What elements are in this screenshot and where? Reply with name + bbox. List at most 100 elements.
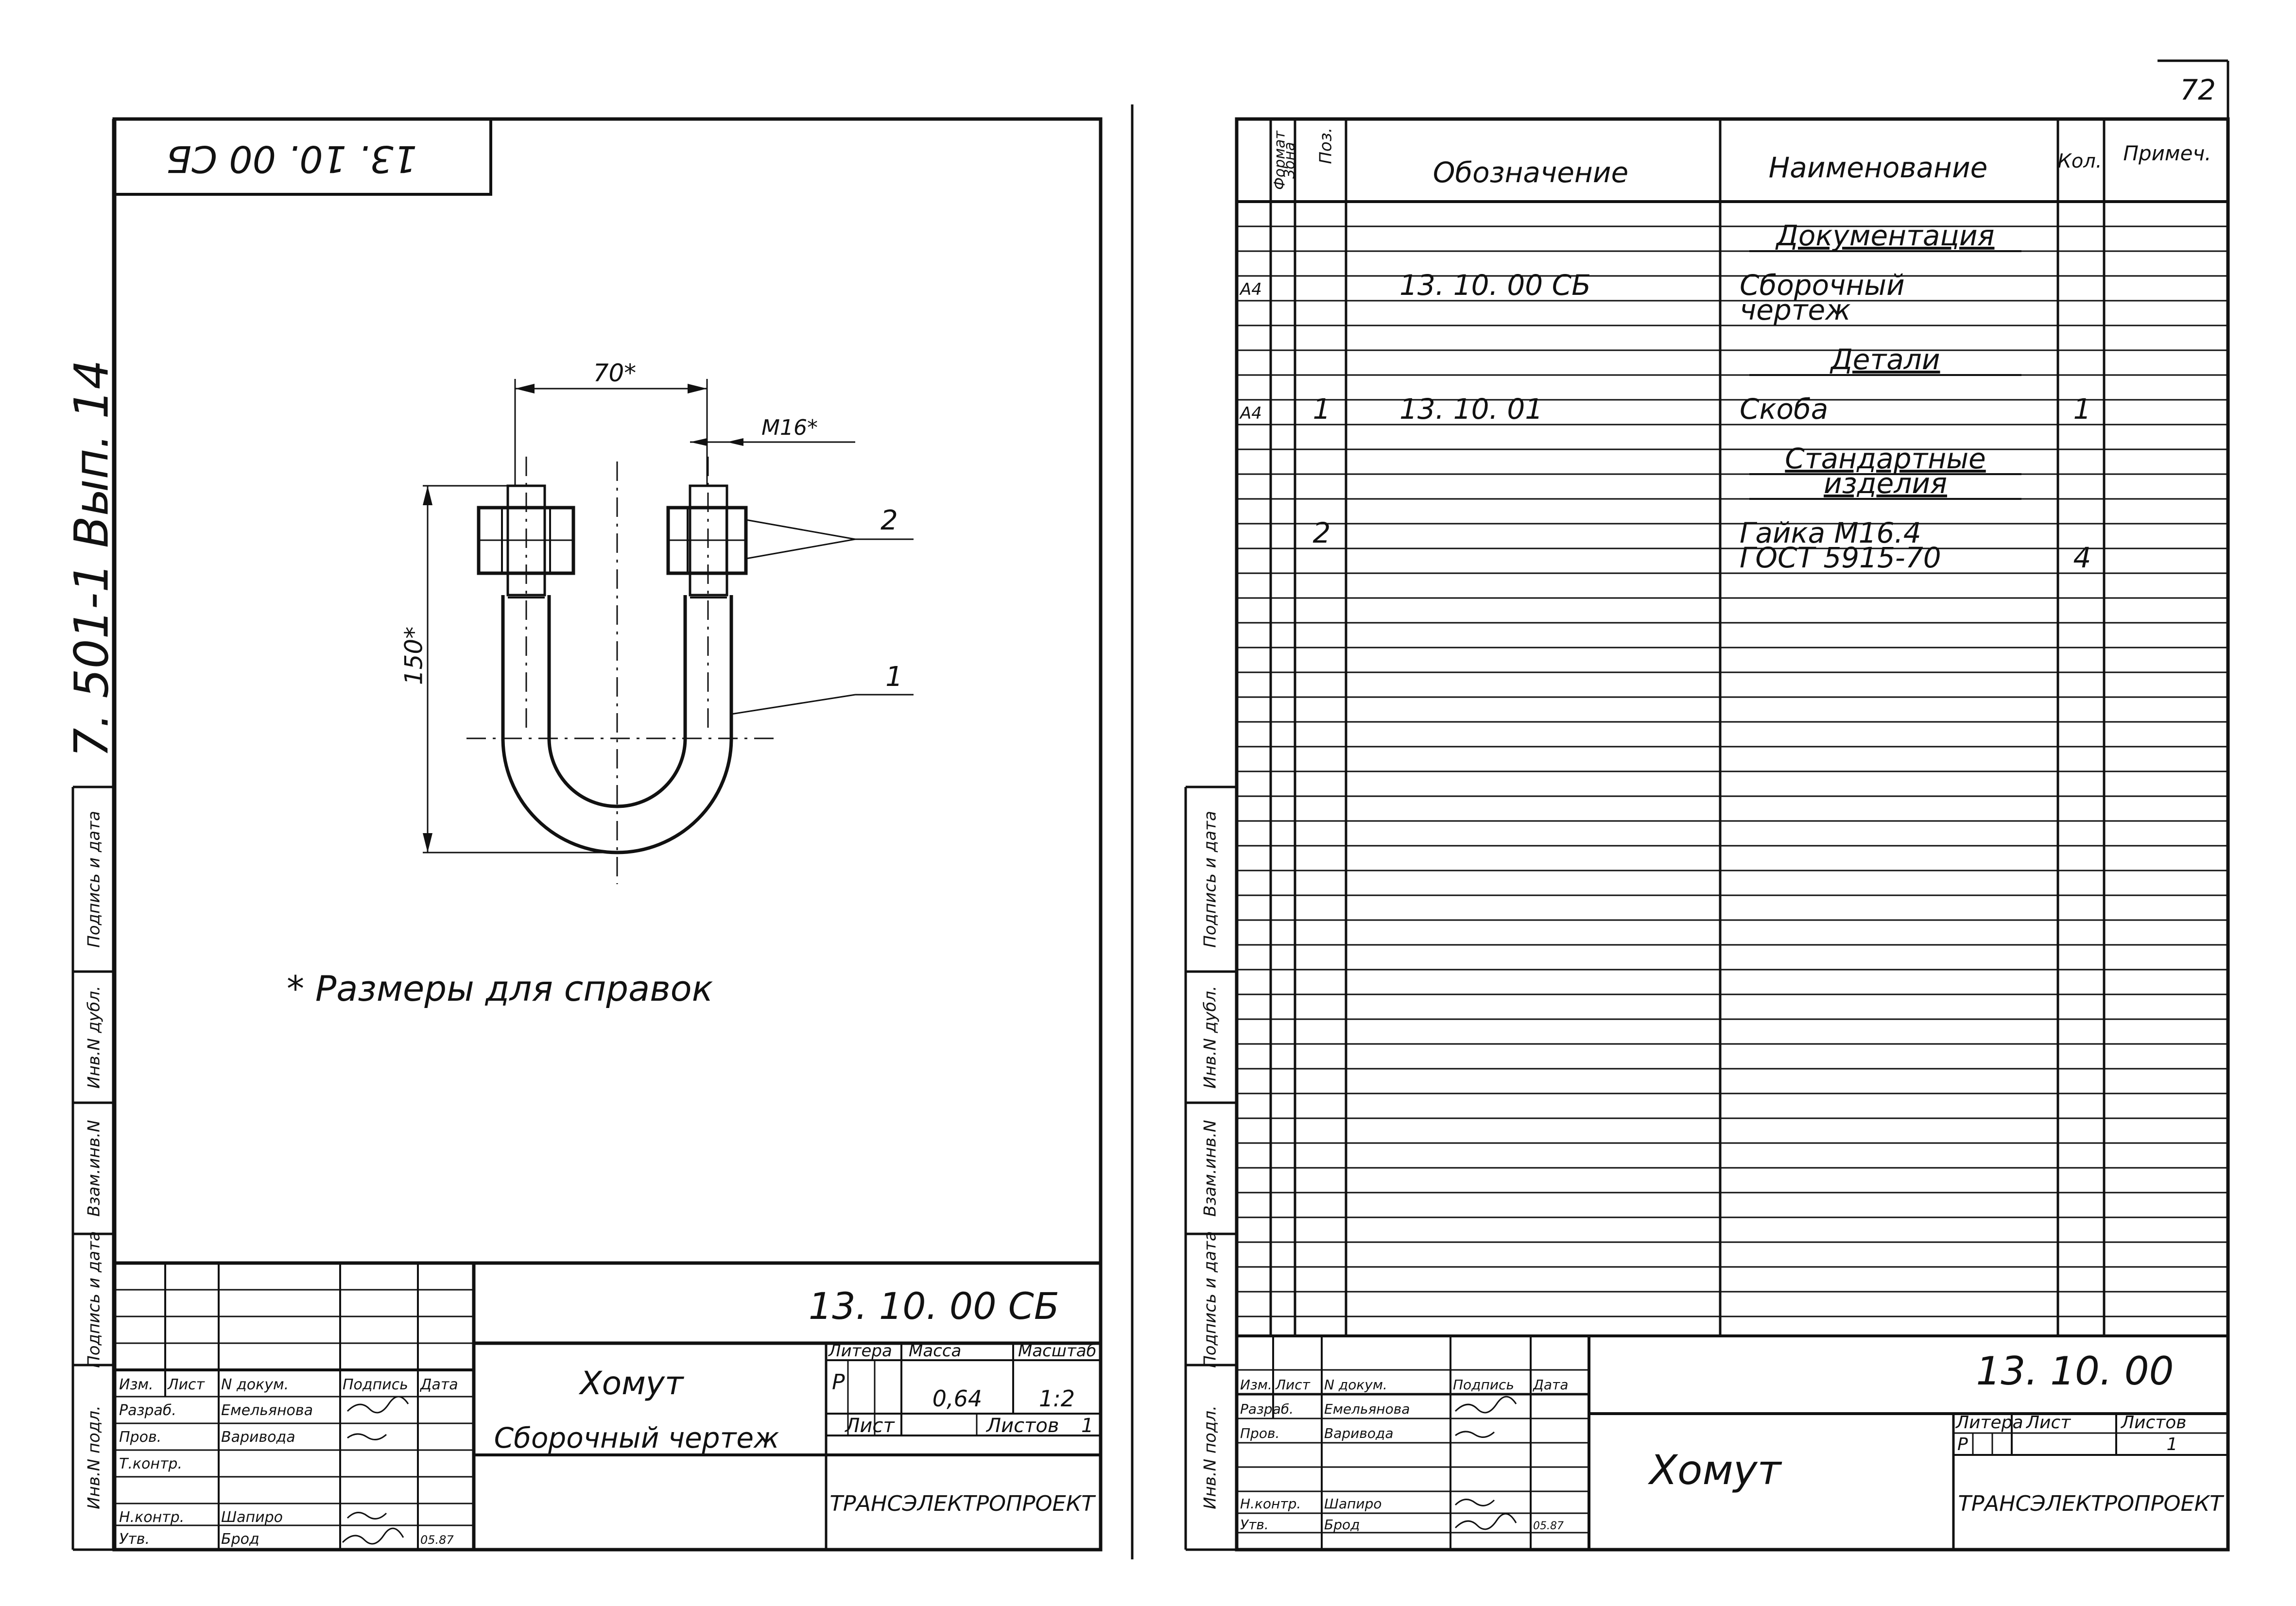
litera-value: Р xyxy=(1957,1435,1968,1454)
side-stamp-label: Взам.инв.N xyxy=(85,1120,104,1216)
sheet-label: Лист xyxy=(2025,1413,2071,1433)
sheets-label: Листов xyxy=(985,1415,1059,1437)
spec-format-cell: А4 xyxy=(1239,280,1262,299)
header-cell: Дата xyxy=(1532,1377,1569,1393)
page-number: 72 xyxy=(2180,73,2216,106)
title-block-name: Хомут xyxy=(1648,1446,1782,1494)
right-title-block: 13. 10. 00 Хомут Изм. Лист N докум. Подп… xyxy=(1237,1334,2228,1550)
header-cell: Дата xyxy=(419,1376,458,1393)
signature-mark xyxy=(347,1433,387,1440)
callout-label: 1 xyxy=(885,661,903,693)
role-cell: Утв. xyxy=(1240,1517,1269,1533)
role-cell: Утв. xyxy=(119,1531,150,1548)
spec-table: Формат Зона Поз. Обозначение Наименовани… xyxy=(1237,119,2228,1336)
date-cell: 05.87 xyxy=(420,1533,454,1547)
title-block-code: 13. 10. 00 СБ xyxy=(809,1284,1059,1328)
side-stamp-label: Подпись и дата xyxy=(85,811,104,948)
header-cell: Подпись xyxy=(1453,1377,1514,1393)
side-stamp-label: Подпись и дата xyxy=(85,1231,104,1368)
spec-name-cell: ГОСТ 5915-70 xyxy=(1740,541,1941,574)
role-cell: Н.контр. xyxy=(1240,1496,1301,1512)
side-stamp-label: Инв.N подл. xyxy=(1201,1405,1220,1509)
name-cell: Шапиро xyxy=(221,1509,283,1526)
sheets-value: 1 xyxy=(1081,1415,1093,1437)
spec-name-cell: Гайка М16.4 xyxy=(1740,516,1921,549)
role-cell: Пров. xyxy=(1240,1425,1279,1441)
side-stamp-label: Взам.инв.N xyxy=(1201,1120,1220,1216)
header-cell: Лист xyxy=(1275,1377,1311,1393)
spec-name-cell: Детали xyxy=(1829,343,1940,376)
right-sheet: Инв.N подл. Подпись и дата Взам.инв.N Ин… xyxy=(1184,117,2230,1552)
scale-value: 1:2 xyxy=(1039,1385,1075,1412)
name-cell: Варивода xyxy=(1324,1425,1394,1441)
header-cell: Подпись xyxy=(343,1376,408,1393)
signature-mark xyxy=(346,1512,387,1520)
signature-mark xyxy=(1454,1396,1517,1414)
signature-mark xyxy=(1454,1499,1495,1506)
mass-value: 0,64 xyxy=(932,1385,982,1412)
side-stamp-label: Подпись и дата xyxy=(1201,1231,1220,1368)
litera-value: Р xyxy=(832,1370,845,1395)
side-stamp: Инв.N подл. Подпись и дата Взам.инв.N Ин… xyxy=(71,786,114,1551)
album-code: 7. 501-1 Вып. 14 xyxy=(64,359,119,757)
spec-format-cell: А4 xyxy=(1239,404,1262,423)
sheets-label: Листов xyxy=(2120,1413,2186,1433)
spec-header-designation: Обозначение xyxy=(1433,156,1628,189)
spec-name-cell: изделия xyxy=(1824,467,1947,500)
organization: ТРАНСЭЛЕКТРОПРОЕКТ xyxy=(830,1491,1096,1516)
spec-name-cell: Стандартные xyxy=(1785,442,1985,475)
role-cell: Разраб. xyxy=(119,1402,176,1419)
side-stamp-label: Инв.N подл. xyxy=(85,1405,104,1509)
title-block-name: Хомут xyxy=(579,1365,685,1402)
dimension-height: 150* xyxy=(400,627,428,685)
signature-mark xyxy=(1454,1513,1517,1530)
name-cell: Емельянова xyxy=(221,1402,313,1419)
callout-label: 2 xyxy=(880,505,898,536)
spec-name-cell: Документация xyxy=(1775,219,1995,252)
spec-designation-cell: 13. 10. 00 СБ xyxy=(1399,269,1591,302)
spec-qty-cell: 1 xyxy=(2073,393,2091,426)
mass-label: Масса xyxy=(909,1341,961,1361)
spec-header-format: Формат xyxy=(1272,130,1289,190)
litera-label: Литера xyxy=(1955,1413,2023,1433)
name-cell: Варивода xyxy=(221,1429,295,1446)
page-number-tab: 72 xyxy=(2158,59,2229,119)
signature-mark xyxy=(1455,1431,1495,1438)
spec-header-name: Наименование xyxy=(1769,151,1988,184)
signature-mark xyxy=(342,1527,404,1545)
signature-mark xyxy=(346,1396,409,1414)
spec-pos-cell: 2 xyxy=(1313,516,1331,549)
header-cell: N докум. xyxy=(1324,1377,1387,1393)
role-cell: Н.контр. xyxy=(119,1509,184,1526)
organization: ТРАНСЭЛЕКТРОПРОЕКТ xyxy=(1958,1491,2225,1516)
rotated-code: 13. 10. 00 СБ xyxy=(166,137,417,181)
rotated-code-box: 13. 10. 00 СБ xyxy=(114,119,492,196)
side-stamp-label: Инв.N дубл. xyxy=(1201,986,1220,1089)
date-cell: 05.87 xyxy=(1533,1520,1564,1532)
spec-designation-cell: 13. 10. 01 xyxy=(1399,393,1543,426)
sheets-value: 1 xyxy=(2167,1435,2178,1454)
header-cell: N докум. xyxy=(221,1376,289,1393)
title-block-doc-type: Сборочный чертеж xyxy=(494,1421,779,1454)
side-stamp-label: Инв.N дубл. xyxy=(85,986,104,1089)
sheet-label: Лист xyxy=(844,1415,895,1437)
header-cell: Изм. xyxy=(119,1376,154,1393)
name-cell: Брод xyxy=(1324,1517,1360,1533)
name-cell: Емельянова xyxy=(1324,1401,1410,1417)
role-cell: Разраб. xyxy=(1240,1401,1294,1417)
spec-name-cell: чертеж xyxy=(1740,293,1851,326)
spec-name-cell: Сборочный xyxy=(1740,269,1905,302)
header-cell: Изм. xyxy=(1240,1377,1272,1393)
litera-label: Литера xyxy=(828,1341,892,1361)
name-cell: Шапиро xyxy=(1324,1496,1382,1512)
spec-pos-cell: 1 xyxy=(1313,393,1331,426)
role-cell: Пров. xyxy=(119,1429,161,1446)
right-frame xyxy=(1235,117,2230,1552)
spec-header-note: Примеч. xyxy=(2123,141,2211,165)
scale-label: Масштаб xyxy=(1018,1341,1097,1361)
left-sheet: 13. 10. 00 СБ 7. 501-1 Вып. 14 Инв.N под… xyxy=(64,117,1103,1552)
role-cell: Т.контр. xyxy=(119,1455,182,1472)
title-block-code: 13. 10. 00 xyxy=(1976,1349,2174,1394)
left-title-block: 13. 10. 00 СБ Хомут Сборочный чертеж Изм… xyxy=(114,1261,1101,1550)
u-bolt-drawing: 70* M16* 150* 2 1 xyxy=(400,359,914,884)
